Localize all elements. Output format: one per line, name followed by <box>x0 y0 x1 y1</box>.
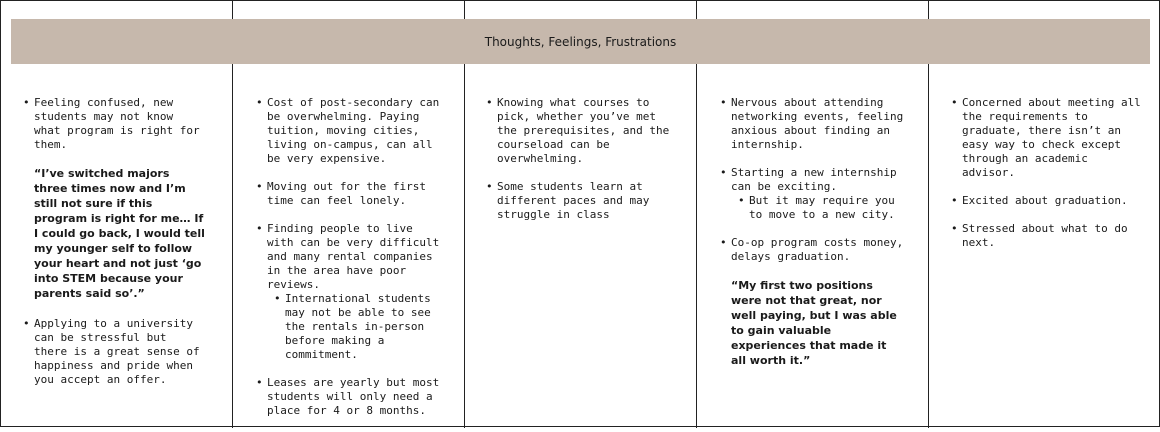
column-divider <box>928 1 929 428</box>
sub-bullet-item: International students may not be able t… <box>267 292 441 362</box>
bullet-text: Some students learn at different paces a… <box>497 180 650 221</box>
stage-column-4: Nervous about attending networking event… <box>720 96 905 382</box>
column-divider <box>464 1 465 428</box>
bullet-item: Some students learn at different paces a… <box>486 180 676 222</box>
stage-column-1: Feeling confused, new students may not k… <box>23 96 206 401</box>
bullet-item: Applying to a university can be stressfu… <box>23 317 206 387</box>
bullet-item: Concerned about meeting all the requirem… <box>951 96 1141 180</box>
bullet-text: Starting a new internship can be excitin… <box>731 166 897 193</box>
sub-bullet-text: International students may not be able t… <box>285 292 431 361</box>
stage-column-2: Cost of post-secondary can be overwhelmi… <box>256 96 441 432</box>
bullet-text: Knowing what courses to pick, whether yo… <box>497 96 670 165</box>
bullet-text: Cost of post-secondary can be overwhelmi… <box>267 96 440 165</box>
stage-column-3: Knowing what courses to pick, whether yo… <box>486 96 676 236</box>
bullet-item: Cost of post-secondary can be overwhelmi… <box>256 96 441 166</box>
bullet-item: Moving out for the first time can feel l… <box>256 180 441 208</box>
bullet-item: Co-op program costs money, delays gradua… <box>720 236 905 368</box>
bullet-item: Leases are yearly but most students will… <box>256 376 441 418</box>
sub-bullet-item: But it may require you to move to a new … <box>731 194 905 222</box>
section-header-bar: Thoughts, Feelings, Frustrations <box>11 19 1150 64</box>
bullet-text: Concerned about meeting all the requirem… <box>962 96 1141 179</box>
bullet-text: Finding people to live with can be very … <box>267 222 440 291</box>
section-title: Thoughts, Feelings, Frustrations <box>484 34 677 49</box>
column-divider <box>232 1 233 428</box>
stage-column-5: Concerned about meeting all the requirem… <box>951 96 1141 264</box>
bullet-text: Nervous about attending networking event… <box>731 96 904 151</box>
bullet-text: Applying to a university can be stressfu… <box>34 317 200 386</box>
bullet-text: Leases are yearly but most students will… <box>267 376 440 417</box>
bullet-item: Excited about graduation. <box>951 194 1141 208</box>
sub-bullet-text: But it may require you to move to a new … <box>749 194 895 221</box>
student-quote: “My first two positions were not that gr… <box>731 279 897 367</box>
bullet-text: Moving out for the first time can feel l… <box>267 180 426 207</box>
bullet-item: Nervous about attending networking event… <box>720 96 905 152</box>
bullet-text: Stressed about what to do next. <box>962 222 1128 249</box>
bullet-text: Feeling confused, new students may not k… <box>34 96 200 151</box>
student-quote: “I’ve switched majors three times now an… <box>34 167 205 300</box>
bullet-text: Co-op program costs money, delays gradua… <box>731 236 904 263</box>
bullet-text: Excited about graduation. <box>962 194 1128 207</box>
bullet-item: Stressed about what to do next. <box>951 222 1141 250</box>
bullet-item: Feeling confused, new students may not k… <box>23 96 206 301</box>
bullet-item: Finding people to live with can be very … <box>256 222 441 362</box>
bullet-item: Starting a new internship can be excitin… <box>720 166 905 222</box>
column-divider <box>696 1 697 428</box>
bullet-item: Knowing what courses to pick, whether yo… <box>486 96 676 166</box>
